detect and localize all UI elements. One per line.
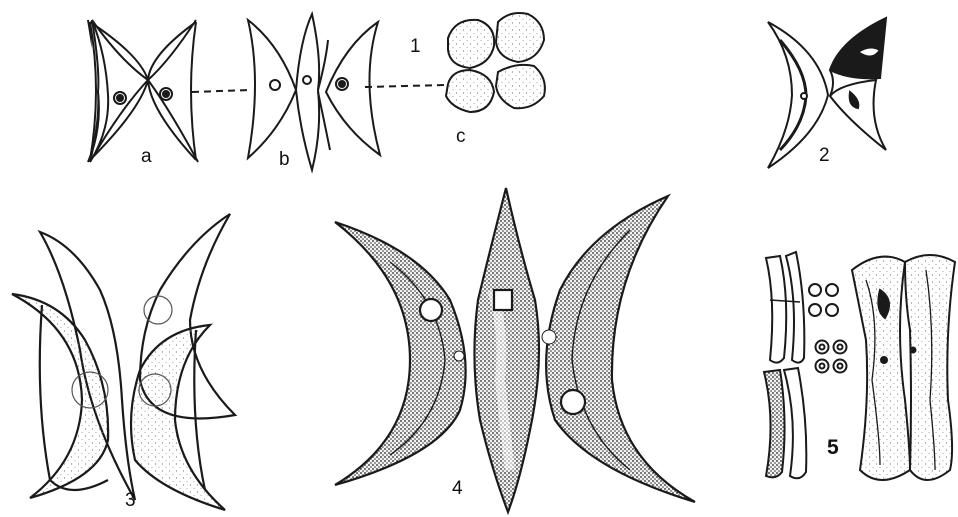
dashed-connector [192,90,250,92]
figure-1b-cell [248,14,380,170]
figure-1c-tetrad [446,13,545,112]
figure-1a-label: a [141,147,152,166]
figure-4-cell-group [335,188,695,512]
figure-1-number: 1 [410,37,421,56]
figure-3-number: 3 [125,491,136,510]
figure-1c-label: c [456,127,466,146]
figure-3-cell-pair [12,214,235,510]
figure-4-number: 4 [452,479,463,498]
figure-1a-cell [88,20,198,162]
figure-5-number: 5 [827,437,839,458]
dashed-connector [365,85,445,87]
figure-1b-label: b [279,150,290,169]
figure-2-number: 2 [819,146,830,165]
figure-5-cells [764,252,955,480]
